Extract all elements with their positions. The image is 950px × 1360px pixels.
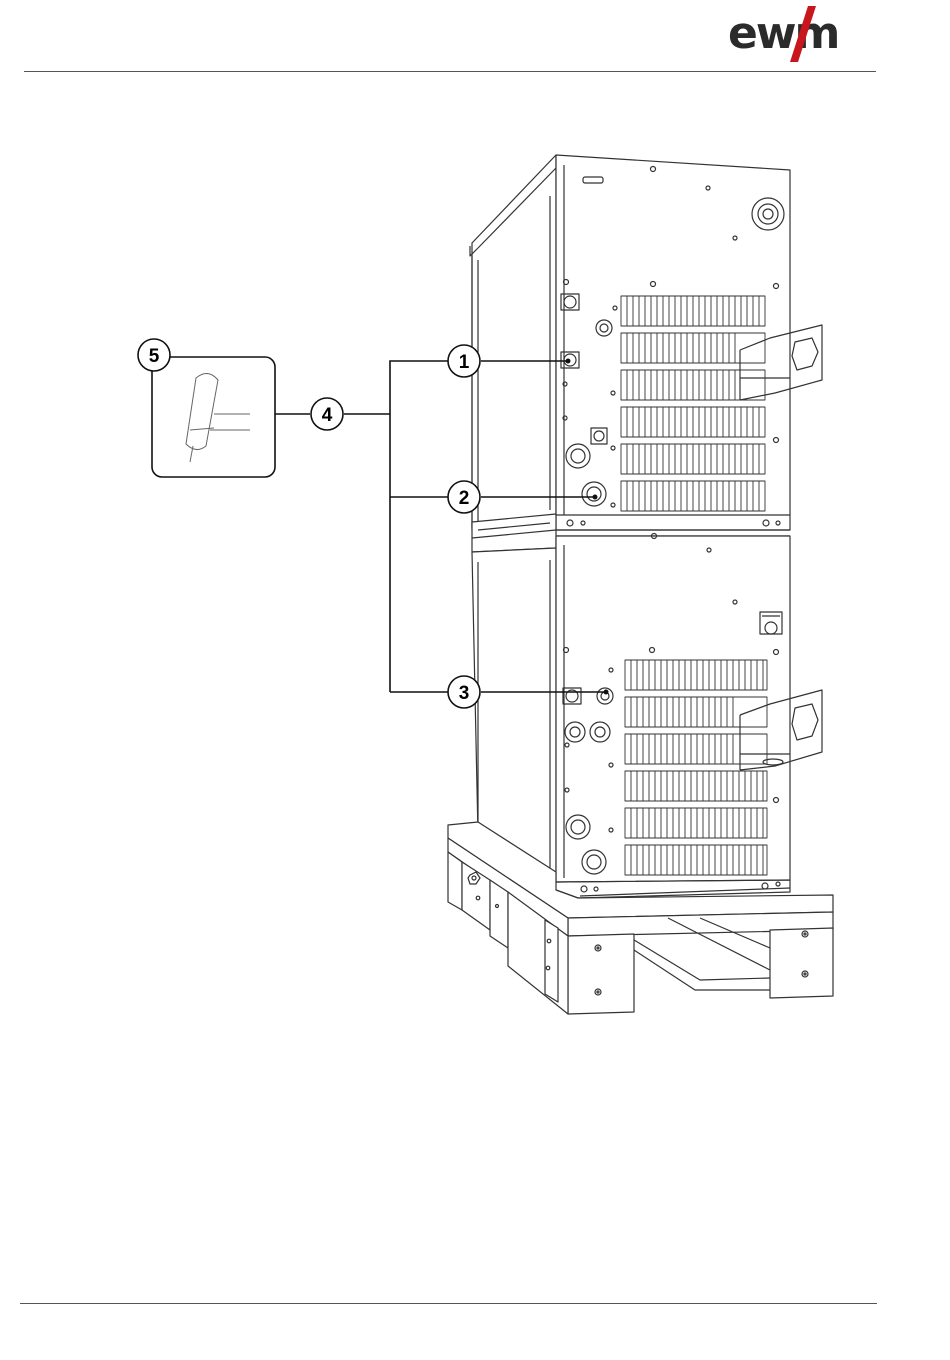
callout-3: 3 <box>448 676 480 708</box>
svg-text:4: 4 <box>322 405 333 426</box>
svg-text:1: 1 <box>459 352 470 373</box>
svg-text:3: 3 <box>459 683 470 704</box>
callout-2: 2 <box>448 481 480 513</box>
callout-4: 4 <box>311 398 343 430</box>
callout-1: 1 <box>448 345 480 377</box>
lower-machine-housing <box>472 534 822 899</box>
stick-electrode-icon <box>152 357 275 477</box>
callout-5: 5 <box>138 339 170 371</box>
svg-text:2: 2 <box>459 488 470 509</box>
svg-text:5: 5 <box>149 346 160 367</box>
